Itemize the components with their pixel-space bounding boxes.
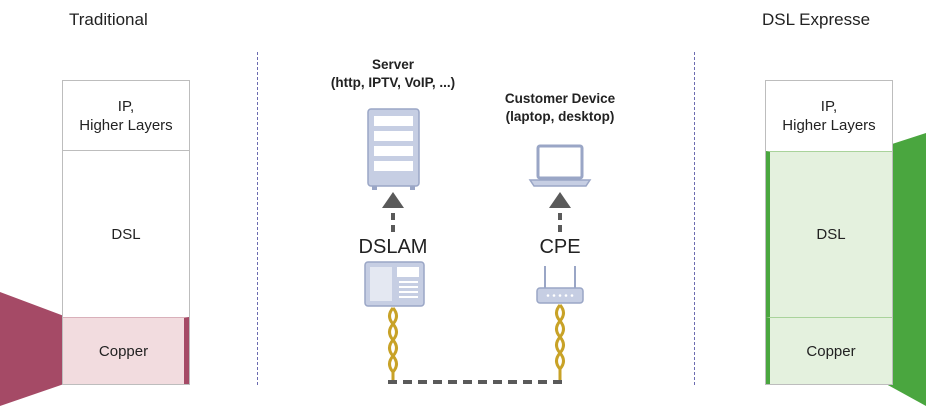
arrow-dslam-to-server xyxy=(382,192,404,232)
copper-wedge-left xyxy=(0,292,64,406)
dslam-label: DSLAM xyxy=(358,236,428,258)
router-icon xyxy=(536,266,584,304)
traditional-stack: IP, Higher Layers DSL Copper xyxy=(62,80,190,385)
arrow-cpe-to-laptop xyxy=(549,192,571,232)
cable-dslam xyxy=(388,307,398,381)
dsl-expresse-layer-ip: IP, Higher Layers xyxy=(782,98,876,134)
cpe-label: CPE xyxy=(539,236,581,258)
dsl-expresse-title: DSL Expresse xyxy=(762,10,871,29)
dsl-expresse-stack: IP, Higher Layers DSL Copper xyxy=(765,80,893,385)
laptop-icon xyxy=(528,144,592,187)
traditional-title: Traditional xyxy=(69,10,148,29)
dsl-expresse-layer-dsl: DSL xyxy=(766,151,892,317)
dslam-icon xyxy=(364,261,425,307)
traditional-layer-dsl: DSL xyxy=(111,225,141,243)
divider-right xyxy=(694,52,695,385)
traditional-layer-ip: IP, Higher Layers xyxy=(63,81,189,151)
server-label: Server (http, IPTV, VoIP, ...) xyxy=(330,57,456,90)
cable-cpe xyxy=(555,304,565,381)
traditional-layer-copper: Copper xyxy=(63,317,189,384)
customer-device-label: Customer Device (laptop, desktop) xyxy=(504,91,616,124)
green-wedge-right xyxy=(886,133,926,406)
dsl-expresse-layer-copper: Copper xyxy=(766,317,892,384)
server-icon xyxy=(367,108,420,190)
divider-left xyxy=(257,52,258,385)
